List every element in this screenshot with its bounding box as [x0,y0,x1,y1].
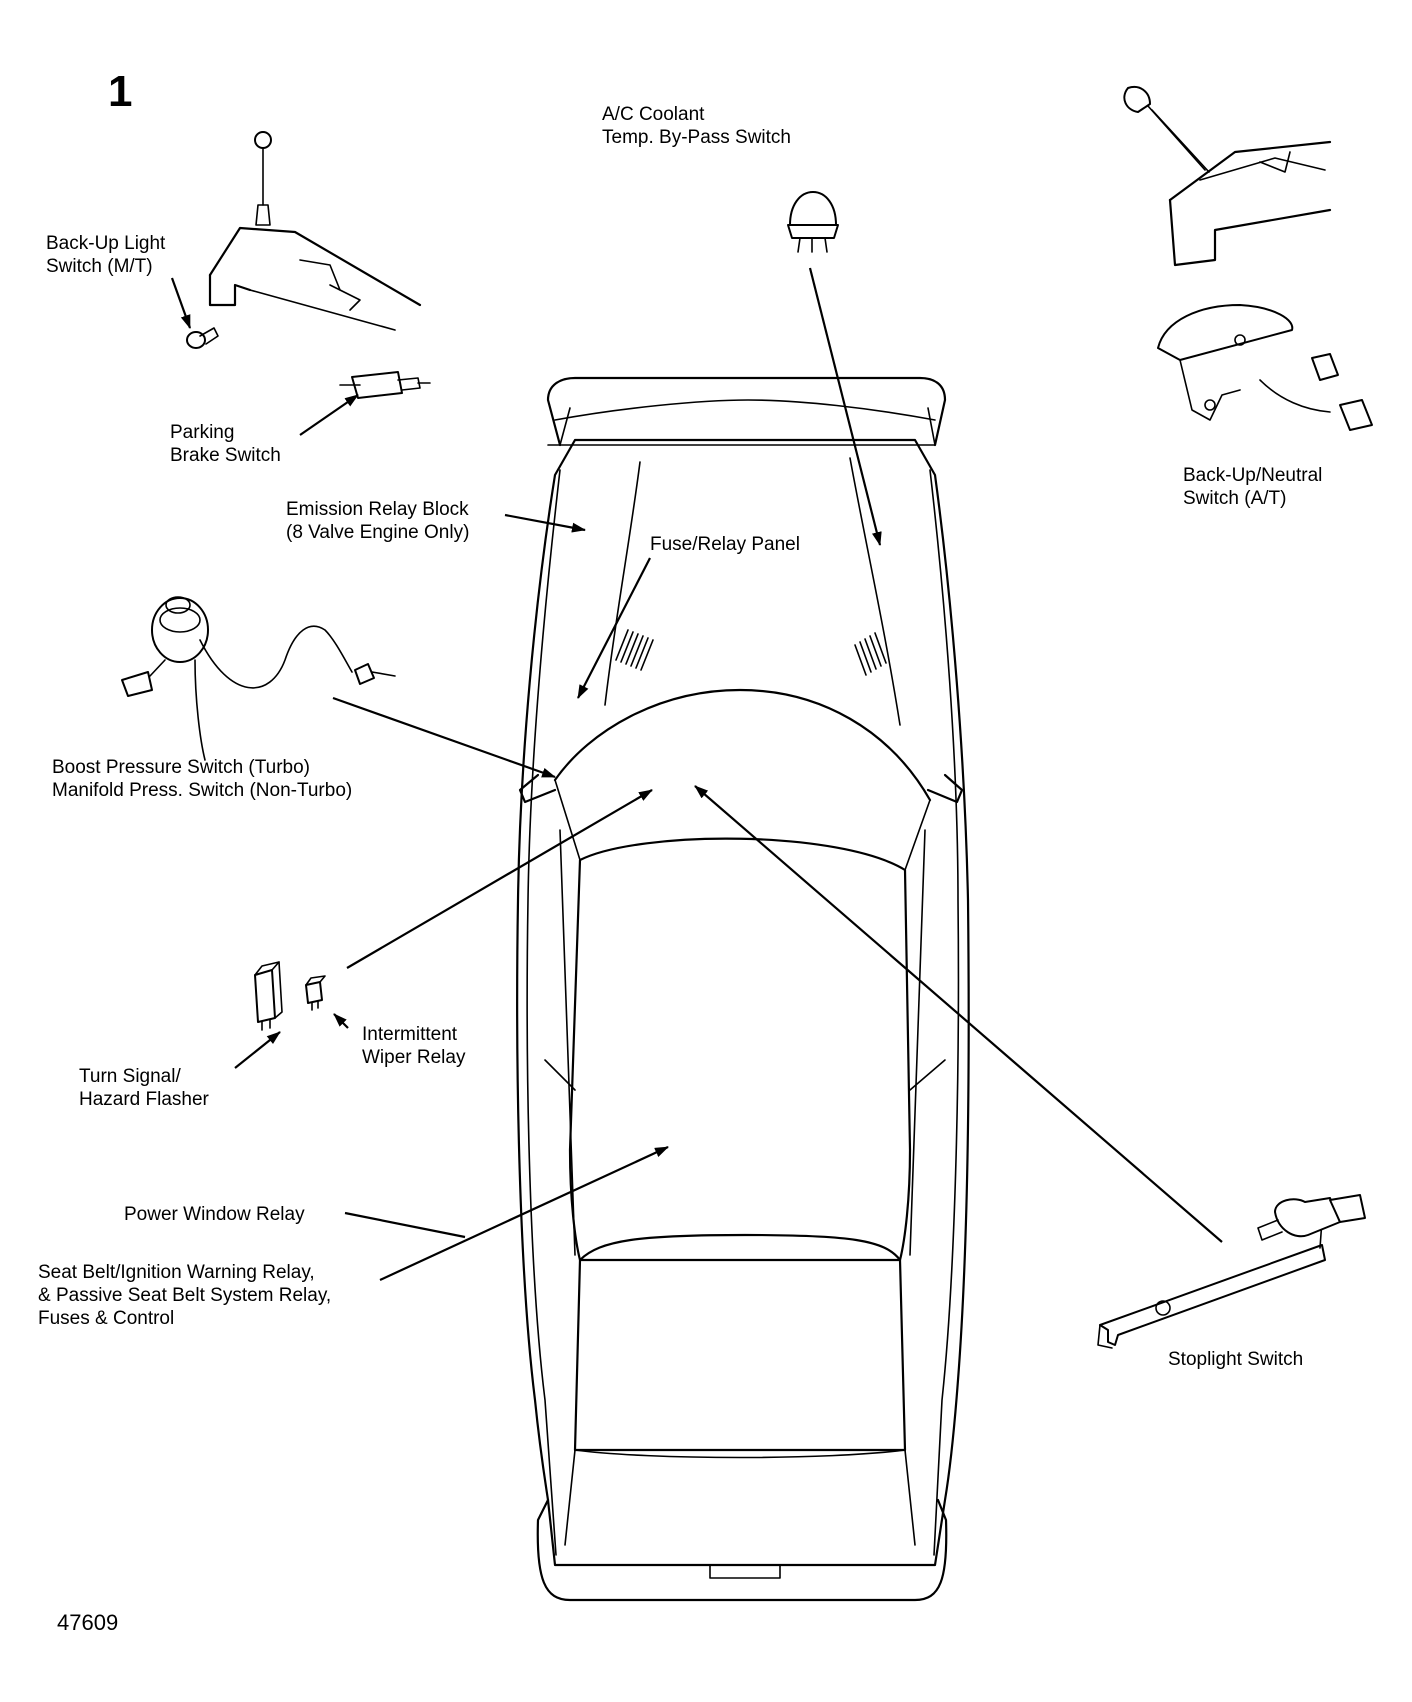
label-intermittent-wiper-relay: Intermittent Wiper Relay [362,1024,466,1068]
backup-neutral-switch-at-icon [1157,304,1373,431]
reference-code: 47609 [57,1610,119,1635]
label-turn-signal-flasher: Turn Signal/ Hazard Flasher [79,1066,209,1110]
arrow-ac-coolant [808,267,882,546]
arrow-stoplight [694,785,1223,1243]
label-stoplight-switch: Stoplight Switch [1168,1349,1304,1370]
arrow-wiper-label [333,1013,349,1029]
arrow-emission-relay [504,513,586,533]
label-emission-relay-block: Emission Relay Block (8 Valve Engine Onl… [286,499,470,543]
label-parking-brake-switch: Parking Brake Switch [170,422,281,466]
arrow-parking-brake [299,394,359,436]
parking-brake-switch-icon [339,371,431,399]
label-fuse-relay-panel: Fuse/Relay Panel [650,534,800,555]
arrow-turn-signal [234,1031,281,1069]
leader-power-window [344,1211,466,1239]
arrow-seat-belt [379,1146,669,1281]
turn-signal-flasher-icon [254,961,283,1031]
label-boost-pressure-switch: Boost Pressure Switch (Turbo) Manifold P… [52,757,353,801]
arrow-fuse-relay [577,557,651,699]
figure-number: 1 [108,67,133,116]
arrow-wiper-relay [346,789,653,969]
label-backup-neutral-switch-at: Back-Up/Neutral Switch (A/T) [1183,465,1323,509]
arrow-backup-mt [170,277,192,329]
wiper-relay-icon [305,975,326,1011]
ac-coolant-switch-icon [787,191,839,253]
label-ac-coolant-switch: A/C Coolant Temp. By-Pass Switch [602,104,791,148]
shifter-mt-illustration [208,131,422,331]
label-backup-light-switch-mt: Back-Up Light Switch (M/T) [46,233,166,277]
leader-arrows [170,267,1223,1281]
shifter-at-illustration [1123,86,1332,267]
car-top-view [516,376,970,1602]
backup-light-switch-mt-icon [186,327,219,349]
arrow-boost-pressure [332,696,556,779]
boost-pressure-switch-icon [121,596,396,761]
label-seat-belt-warning-relay: Seat Belt/Ignition Warning Relay, & Pass… [38,1262,332,1329]
label-power-window-relay: Power Window Relay [124,1204,305,1225]
stoplight-switch-icon [1097,1194,1366,1349]
